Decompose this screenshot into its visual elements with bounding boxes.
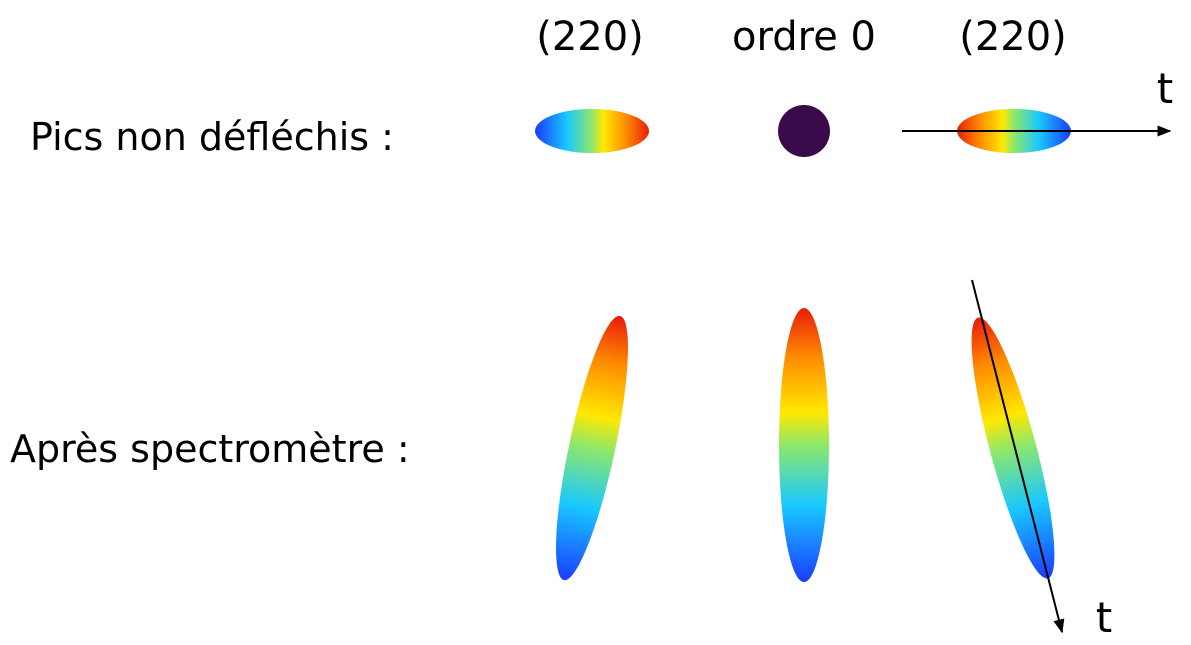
time-axis-top-label: t <box>1157 64 1173 113</box>
dispersed-peak-220-left <box>541 311 642 585</box>
dispersed-peak-220-right <box>956 312 1070 585</box>
row-label-bottom: Après spectromètre : <box>10 427 410 471</box>
time-axis-bottom <box>972 280 1062 632</box>
row-label-top: Pics non défléchis : <box>30 115 394 159</box>
column-label-left: (220) <box>536 14 644 60</box>
peak-order0 <box>778 105 830 157</box>
time-axis-bottom-label: t <box>1096 593 1112 640</box>
peak-220-left <box>535 109 649 153</box>
dispersed-peak-order0 <box>779 308 829 582</box>
column-label-center: ordre 0 <box>732 14 876 60</box>
column-label-right: (220) <box>959 14 1067 60</box>
